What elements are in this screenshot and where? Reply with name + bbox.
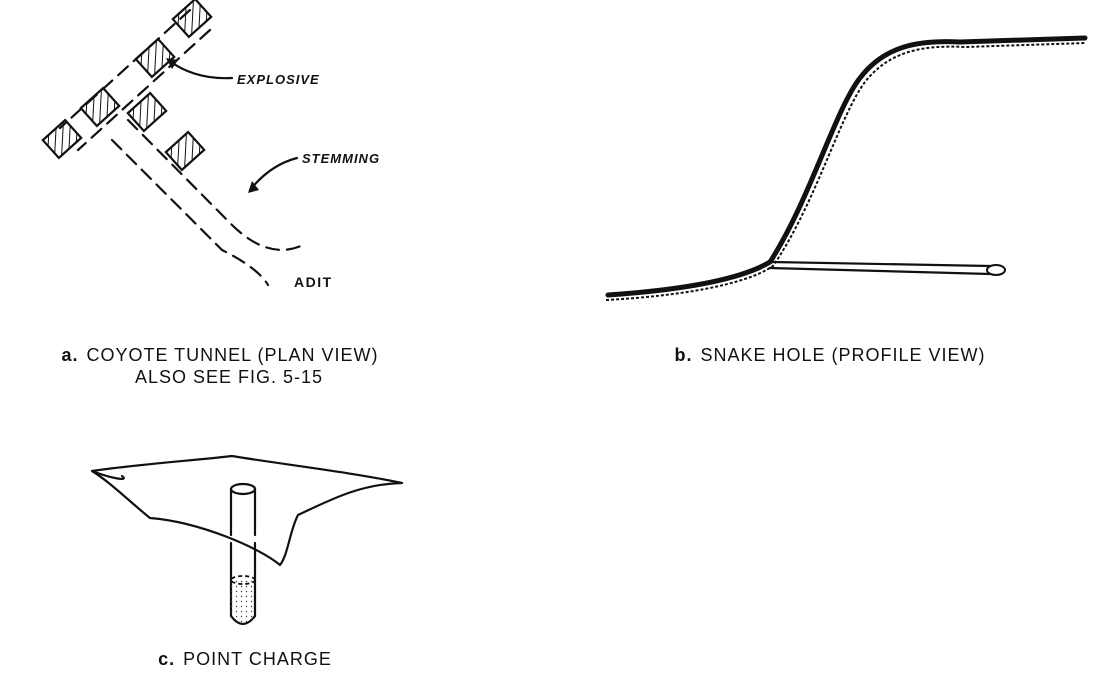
stemming-label: STEMMING [302,151,380,166]
caption-b: b. SNAKE HOLE (PROFILE VIEW) [570,344,1090,366]
explosive-charge [41,118,83,160]
caption-c: c. POINT CHARGE [130,648,360,670]
coyote-tunnel-drawing: EXPLOSIVE STEMMING ADIT [41,0,380,290]
explosive-charge [171,0,213,39]
explosive-charges [41,0,213,172]
stemming-leader [248,156,299,193]
ground-surface [90,454,404,567]
panel-coyote-tunnel: EXPLOSIVE STEMMING ADIT a. COYOTE TUNNEL … [0,0,480,420]
snake-hole-end [986,264,1006,276]
caption-a-line1: a. COYOTE TUNNEL (PLAN VIEW) [0,344,440,366]
caption-b-letter: b. [674,345,693,365]
caption-b-title: SNAKE HOLE (PROFILE VIEW) [700,345,986,365]
branch-tunnel [110,118,307,287]
explosive-charge [126,91,168,133]
explosive-label: EXPLOSIVE [237,72,320,87]
snake-hole-drawing [605,35,1088,301]
explosive-charge [134,37,176,79]
caption-c-title: POINT CHARGE [183,649,332,669]
point-charge-explosive [231,580,255,624]
caption-a-title: COYOTE TUNNEL (PLAN VIEW) [86,345,379,365]
point-charge-drawing [90,454,404,626]
caption-a-line2: ALSO SEE FIG. 5-15 [134,367,324,387]
caption-a-letter: a. [61,345,79,365]
ground-profile [605,35,1088,301]
borehole [229,482,257,626]
panel-point-charge: c. POINT CHARGE [0,420,480,696]
caption-a: a. COYOTE TUNNEL (PLAN VIEW) ALSO SEE FIG… [0,344,440,388]
adit-label: ADIT [294,274,333,290]
caption-c-letter: c. [158,649,176,669]
borehole-top [229,482,257,496]
explosive-charge [79,86,121,128]
explosive-leader [166,58,234,80]
panel-snake-hole: b. SNAKE HOLE (PROFILE VIEW) [560,0,1097,420]
snake-hole [768,260,1006,276]
explosive-charge [164,130,206,172]
